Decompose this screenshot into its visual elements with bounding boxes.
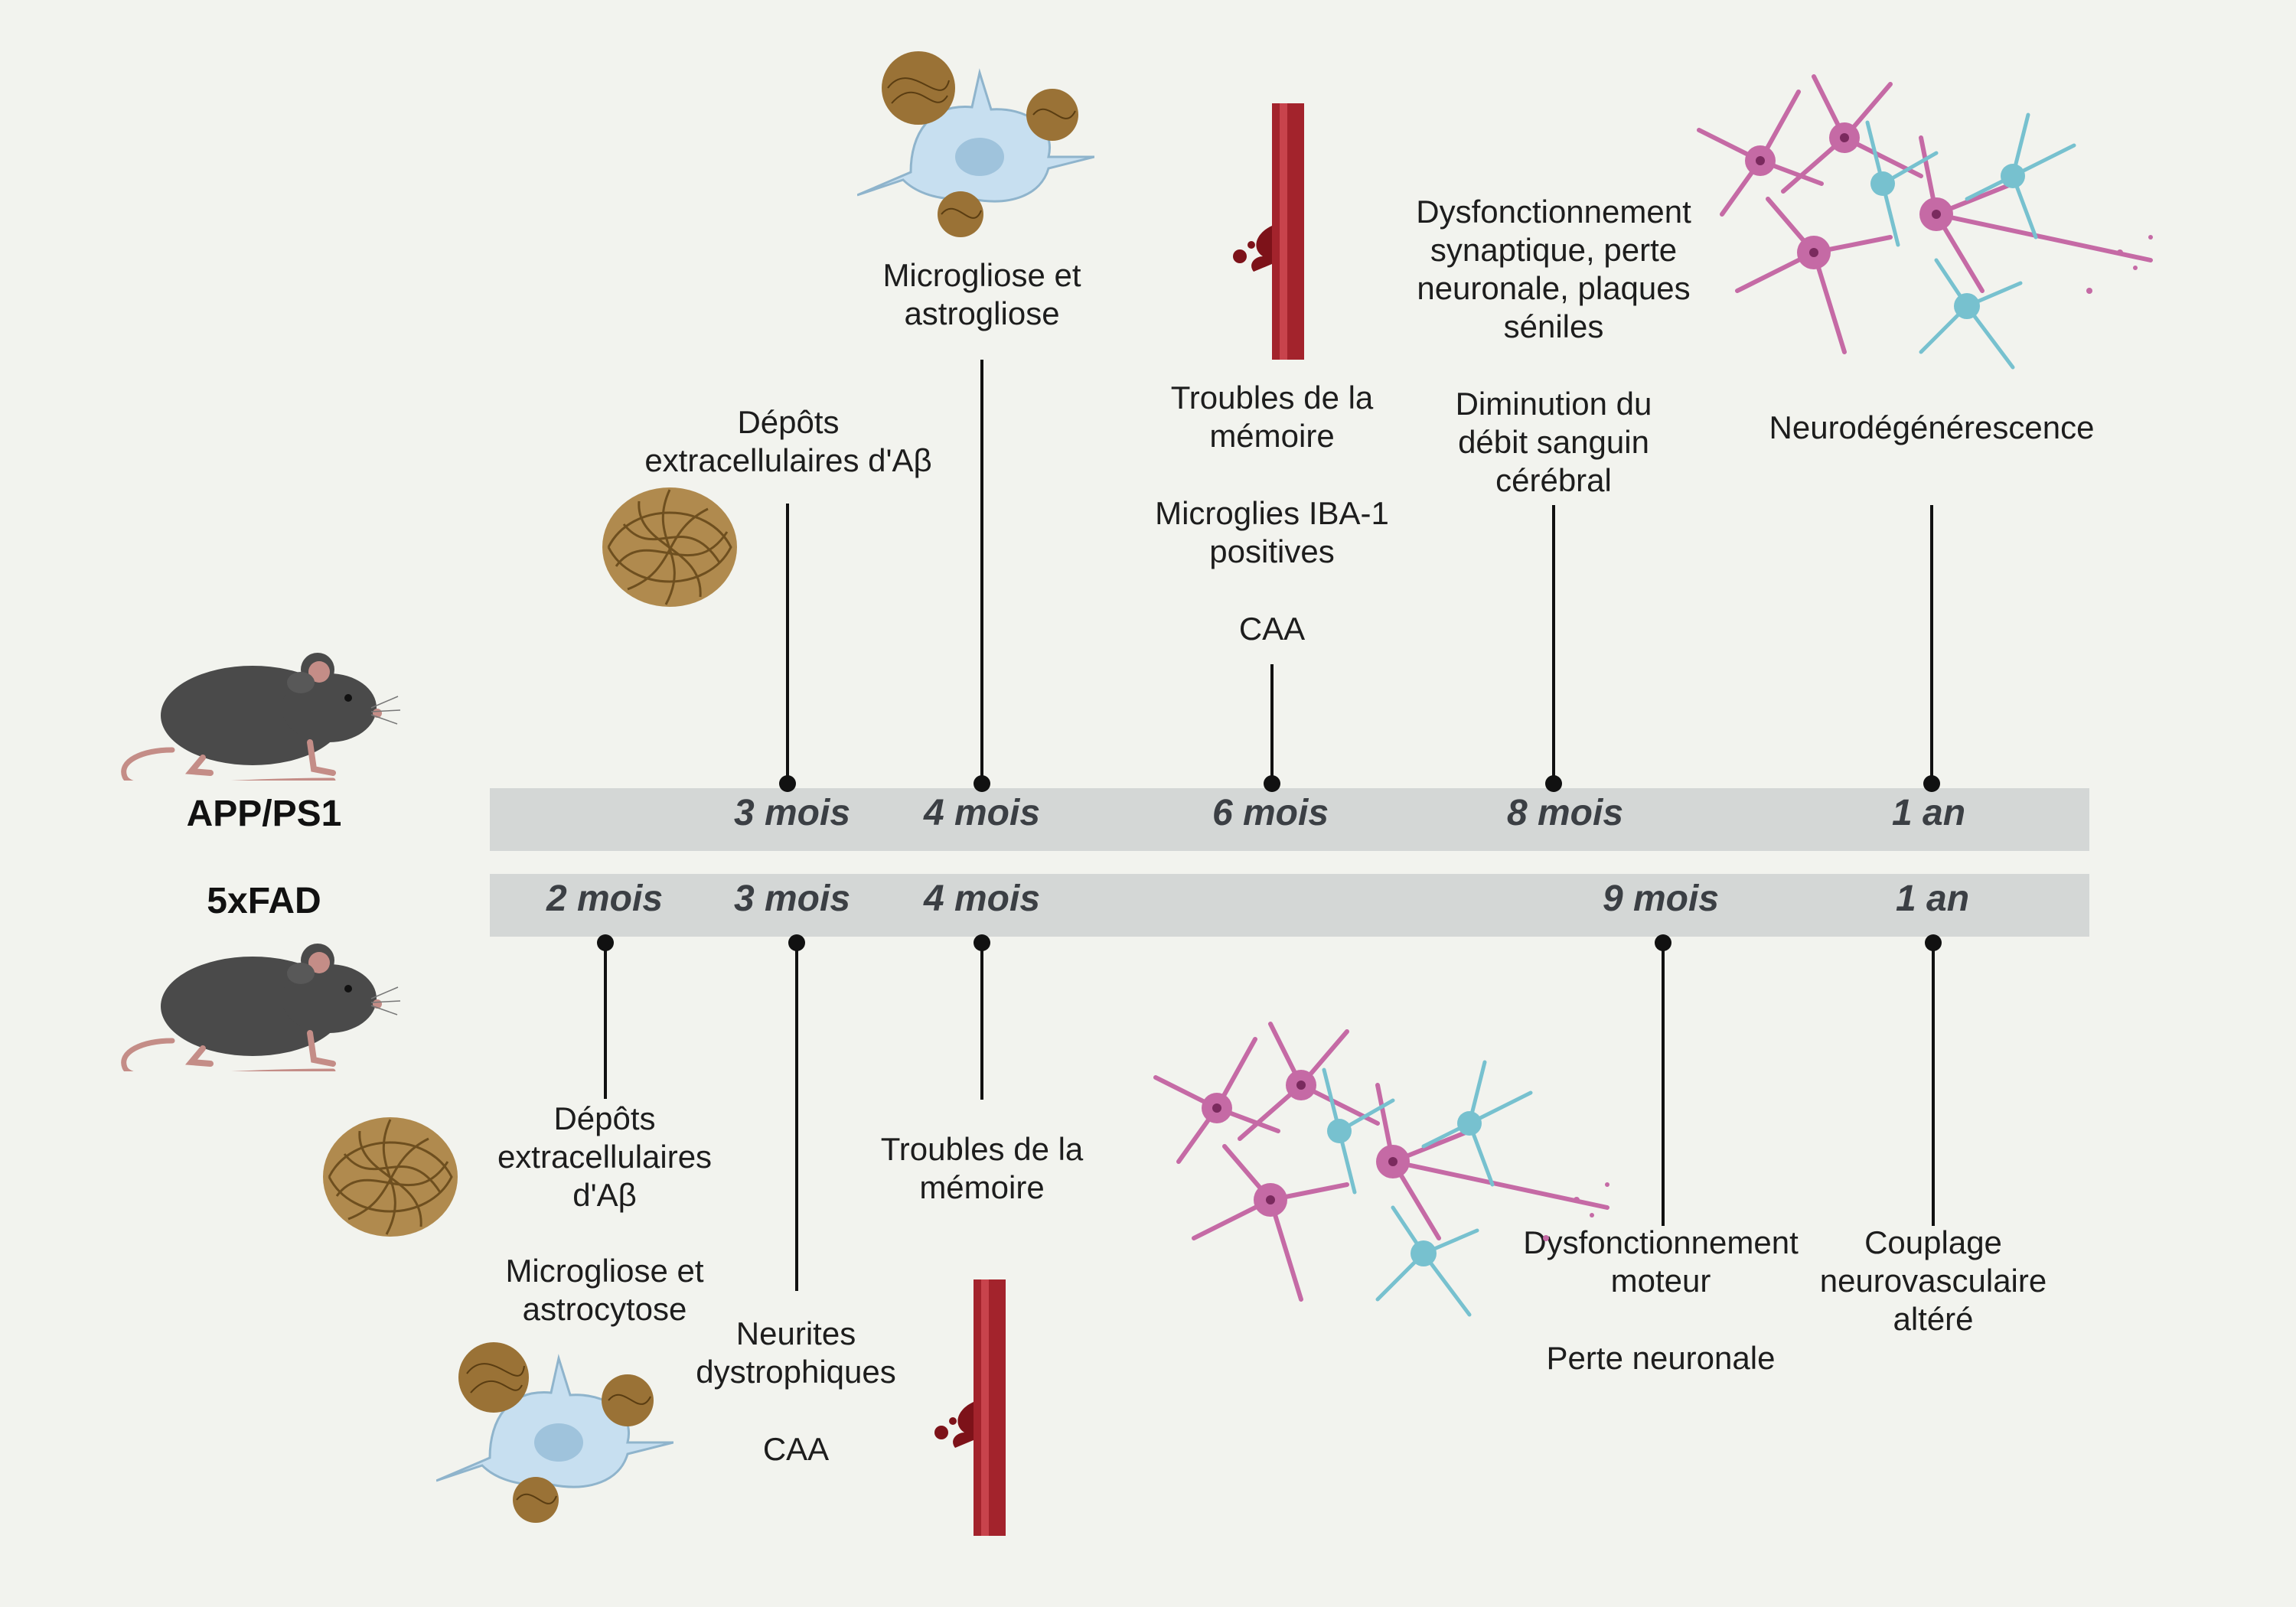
event-dot [1545, 775, 1562, 792]
event-label: CAA [1238, 611, 1306, 647]
event-dot [779, 775, 796, 792]
neurons-icon [1697, 74, 2153, 370]
model-label-5xfad: 5xFAD [207, 881, 321, 921]
blood-vessel-icon [934, 1279, 1006, 1536]
tick-9-mois: 9 mois [1602, 878, 1720, 919]
event-label: Dépôts extracellulaires d'Aβ [644, 404, 932, 478]
event-label: Neurodégénérescence [1769, 409, 2095, 445]
event-stem [795, 943, 798, 1291]
event-stem [980, 360, 983, 784]
tick-3-mois: 3 mois [733, 793, 851, 833]
blood-vessel-icon [1233, 103, 1304, 360]
event-stem [1270, 664, 1274, 784]
event-stem [1932, 943, 1935, 1226]
event-label: Neurites dystrophiques [696, 1315, 896, 1390]
event-dot [1923, 775, 1940, 792]
tick-3-mois: 3 mois [733, 878, 851, 919]
event-label: Couplage neurovasculaire altéré [1819, 1224, 2047, 1337]
tick-1-an: 1 an [1891, 793, 1966, 833]
model-label-app-ps1: APP/PS1 [186, 794, 342, 834]
event-label: Dysfonctionnement moteur [1523, 1224, 1799, 1299]
timeline-bar-5xfad [490, 874, 2089, 937]
event-label: Troubles de la mémoire [880, 1131, 1084, 1205]
event-dot [1264, 775, 1280, 792]
mouse-icon [121, 944, 401, 1071]
tick-2-mois: 2 mois [546, 878, 664, 919]
event-label: CAA [762, 1431, 830, 1467]
event-label: Microgliose et astrocytose [505, 1253, 704, 1327]
microglia-icon [857, 51, 1094, 237]
event-label: Dysfonctionnement synaptique, perte neur… [1416, 194, 1691, 344]
event-label: Troubles de la mémoire [1170, 380, 1374, 454]
event-label: Perte neuronale [1546, 1340, 1776, 1376]
tick-6-mois: 6 mois [1212, 793, 1329, 833]
event-stem [1662, 943, 1665, 1226]
mouse-icon [121, 653, 401, 781]
tick-4-mois: 4 mois [923, 878, 1041, 919]
tick-4-mois: 4 mois [923, 793, 1041, 833]
neurons-icon [1153, 1022, 1609, 1317]
tick-1-an: 1 an [1895, 878, 1970, 919]
event-label: Microglies IBA-1 positives [1155, 495, 1389, 569]
tick-8-mois: 8 mois [1506, 793, 1624, 833]
microglia-icon [436, 1342, 673, 1523]
event-dot [974, 775, 990, 792]
amyloid-plaque-icon [323, 1117, 458, 1237]
event-stem [1552, 505, 1555, 784]
event-label: Diminution du débit sanguin cérébral [1455, 386, 1652, 498]
event-label: Microgliose et astrogliose [882, 257, 1081, 331]
amyloid-plaque-icon [602, 487, 737, 607]
event-stem [980, 943, 983, 1100]
event-stem [604, 943, 607, 1099]
timeline-bar-app-ps1 [490, 788, 2089, 851]
event-stem [1930, 505, 1933, 784]
event-stem [786, 504, 789, 784]
event-label: Dépôts extracellulaires d'Aβ [497, 1100, 713, 1213]
